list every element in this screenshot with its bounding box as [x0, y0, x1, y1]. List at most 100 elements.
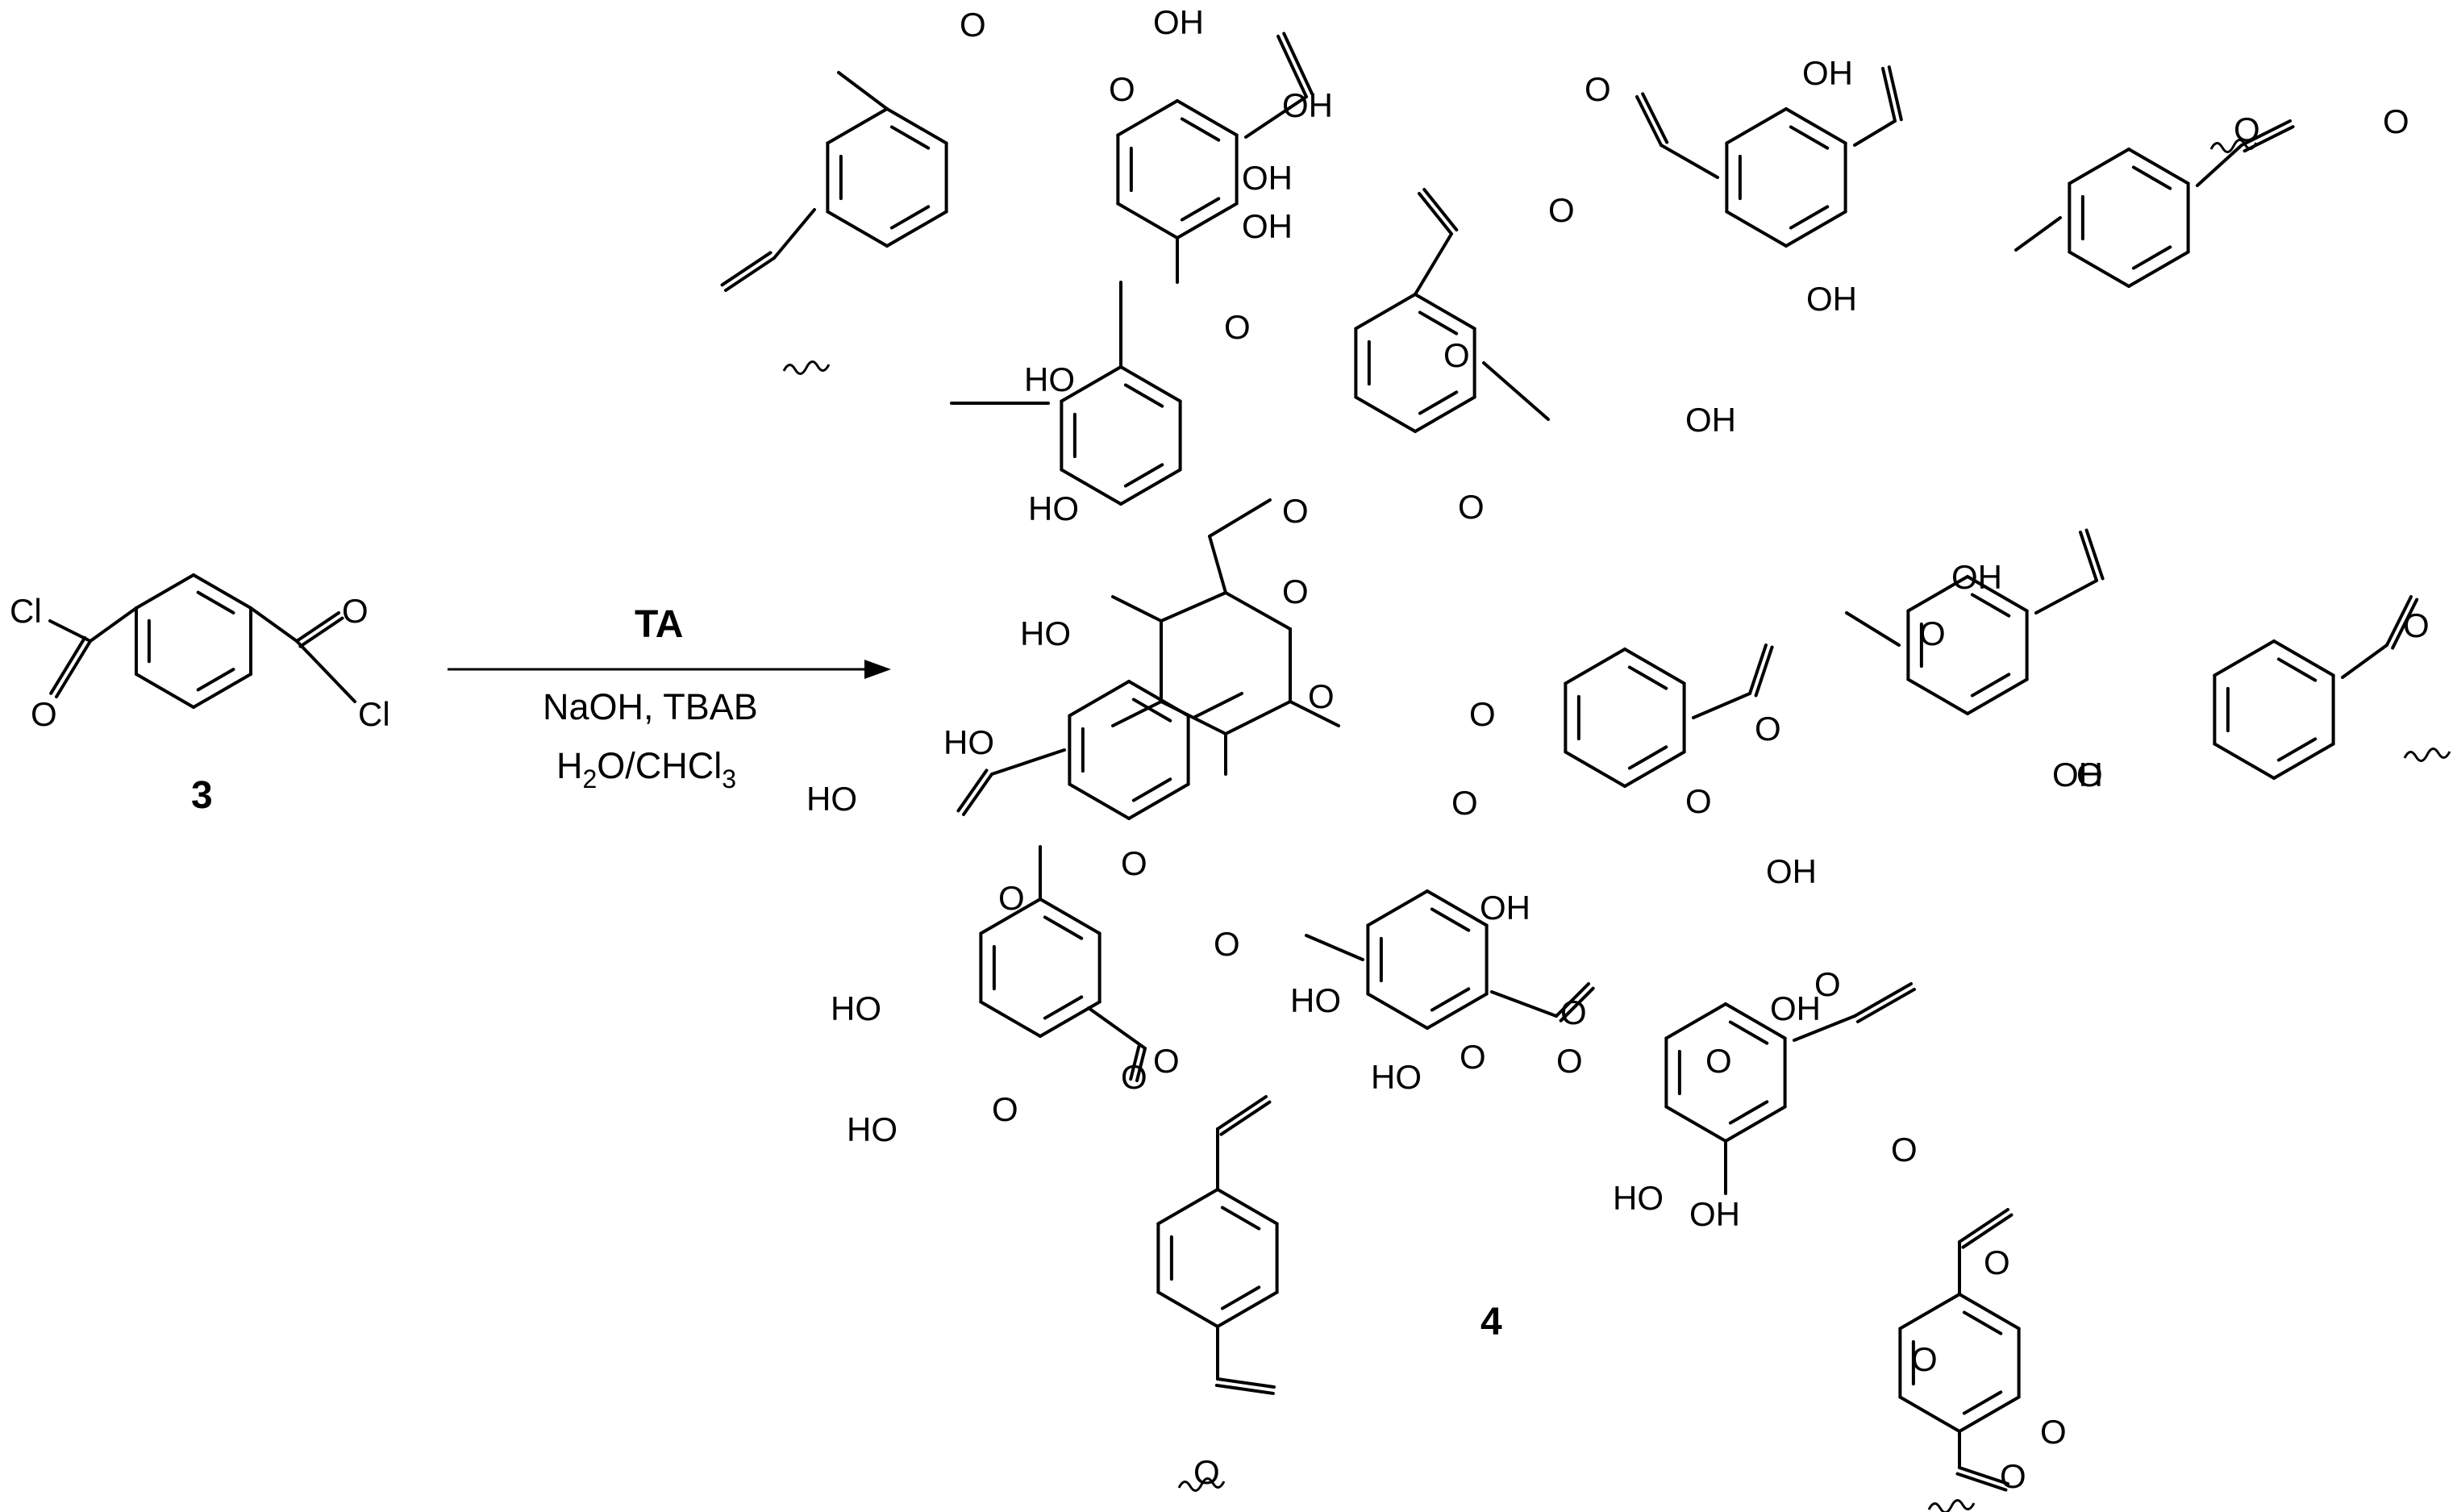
aromatic-ring-13: [1216, 1290, 1279, 1328]
carbonyl-12: [1853, 982, 1913, 1018]
aromatic-ring-12: [1724, 1105, 1787, 1143]
aromatic-double-bond: [1430, 907, 1471, 932]
ester-bond-8: [1660, 144, 1719, 179]
aromatic-ring-4: [1784, 210, 1847, 248]
aromatic-ring-3: [1354, 395, 1417, 433]
carbonyl-4: [1887, 65, 1903, 122]
aromatic-double-bond: [1220, 1206, 1261, 1231]
oxygen-label-29: O: [1121, 1058, 1147, 1096]
aromatic-double-bond: [2131, 245, 2172, 270]
wavy-bond-bottom-right: [1927, 1499, 1976, 1512]
glucose-bond: [1224, 591, 1292, 631]
oxygen-label-6: O: [1443, 336, 1470, 374]
carbonyl-10: [1129, 1045, 1141, 1081]
ester-bond-10: [2014, 216, 2062, 252]
hydroxyl-label-2: OH: [1802, 54, 1853, 92]
aromatic-double-bond: [1418, 310, 1459, 335]
atom-o-right: O: [342, 592, 369, 630]
aromatic-ring-7: [1623, 648, 1686, 685]
aromatic-ring-2: [1119, 365, 1182, 403]
carbonyl-12: [1855, 987, 1916, 1023]
aromatic-ring-1: [826, 210, 889, 248]
oxygen-label-16: O: [1919, 614, 1946, 652]
aromatic-ring-7: [1564, 648, 1626, 685]
hydroxyl-left-label-3: HO: [943, 723, 994, 761]
aromatic-double-bond: [1430, 987, 1471, 1012]
glucose-bond: [1208, 535, 1227, 594]
carbonyl-2: [1418, 192, 1453, 235]
ester-bond-15: [1845, 611, 1901, 647]
aromatic-double-bond: [196, 668, 235, 692]
aromatic-ring-5: [2127, 148, 2190, 185]
aromatic-ring-8: [1966, 575, 2029, 613]
wavy-bond-bottom-left: [1177, 1477, 1226, 1492]
hydroxyl-left-label-6: HO: [1290, 981, 1341, 1019]
hydroxyl-left-label-8: HO: [1613, 1179, 1664, 1217]
glucose-bond: [1224, 700, 1292, 735]
carbonyl-8: [2079, 531, 2098, 582]
hydroxyl-label-0: OH: [1153, 3, 1204, 41]
hydroxyl-label-11: OH: [1242, 207, 1293, 245]
carbonyl-6: [962, 773, 993, 816]
aromatic-ring-5: [2127, 250, 2190, 288]
oxygen-label-7: O: [2234, 110, 2260, 148]
hydroxyl-left-label-7: HO: [1371, 1058, 1422, 1096]
carbonyl-9: [2385, 595, 2413, 647]
wavy-bond-upper-right: [2209, 139, 2258, 153]
oxygen-label-28: O: [1984, 1243, 2010, 1281]
oxygen-label-35: O: [2000, 1457, 2026, 1495]
carbonyl-4: [1881, 67, 1897, 123]
reactant-carbonyl: [298, 616, 344, 648]
aromatic-double-bond: [196, 590, 235, 614]
aromatic-ring-13: [1156, 1188, 1219, 1226]
aromatic-ring-11: [1426, 889, 1489, 927]
oxygen-label-13: O: [1469, 695, 1496, 733]
oxygen-label-31: O: [1153, 1042, 1180, 1080]
hydroxyl-left-label-2: HO: [1020, 614, 1071, 652]
oxygen-label-25: O: [1891, 1131, 1918, 1168]
reagent-label: TA: [635, 603, 683, 646]
aromatic-double-bond: [889, 125, 931, 150]
aromatic-double-bond: [2131, 165, 2172, 190]
hydroxyl-left-label-4: HO: [831, 989, 881, 1027]
aromatic-ring-7: [1564, 750, 1626, 788]
aromatic-double-bond: [1627, 745, 1668, 770]
carbonyl-14: [1958, 1208, 2009, 1243]
ester-bond-12: [990, 748, 1066, 776]
reactant-bond: [89, 606, 138, 643]
oxygen-label-19: O: [1460, 1038, 1486, 1076]
aromatic-double-bond: [1962, 1310, 2003, 1335]
hydroxyl-left-label-1: HO: [1028, 489, 1079, 527]
aromatic-double-bond: [1789, 125, 1830, 150]
ester-bond-23: [1793, 1014, 1856, 1042]
aromatic-ring-1: [885, 210, 948, 248]
oxygen-label-27: O: [1214, 925, 1240, 963]
oxygen-label-24: O: [1705, 1042, 1732, 1080]
atom-o-left: O: [31, 695, 57, 733]
carbonyl-5: [2240, 119, 2292, 147]
carbonyl-15: [1214, 1383, 1275, 1395]
carbonyl-15: [1216, 1377, 1276, 1389]
ester-bond-19: [1087, 1006, 1147, 1050]
oxygen-label-2: O: [1224, 308, 1251, 346]
aromatic-ring-11: [1366, 992, 1429, 1030]
carbonyl-3: [1635, 95, 1663, 147]
aromatic-ring-13: [1156, 1290, 1219, 1328]
aromatic-ring-6: [1068, 782, 1131, 820]
oxygen-label-12: O: [1308, 677, 1335, 715]
aromatic-ring-11: [1366, 889, 1429, 927]
aromatic-double-bond: [1131, 777, 1172, 802]
hydroxyl-label-1: OH: [1282, 86, 1333, 124]
aromatic-ring-10: [1039, 898, 1101, 935]
ester-bond-6: [1414, 232, 1453, 296]
carbonyl-14: [1961, 1213, 2013, 1249]
aromatic-ring-14: [1958, 1293, 2021, 1331]
reactant-ring-bond: [134, 673, 195, 709]
polymer-continuation-marks: [782, 139, 2451, 1512]
aromatic-ring-1: [826, 107, 889, 145]
reaction-arrow-group: TA NaOH, TBAB H2O/CHCl3: [448, 603, 891, 793]
atom-cl-right: Cl: [358, 695, 390, 733]
hydroxyl-left-label-0: HO: [1024, 360, 1075, 398]
